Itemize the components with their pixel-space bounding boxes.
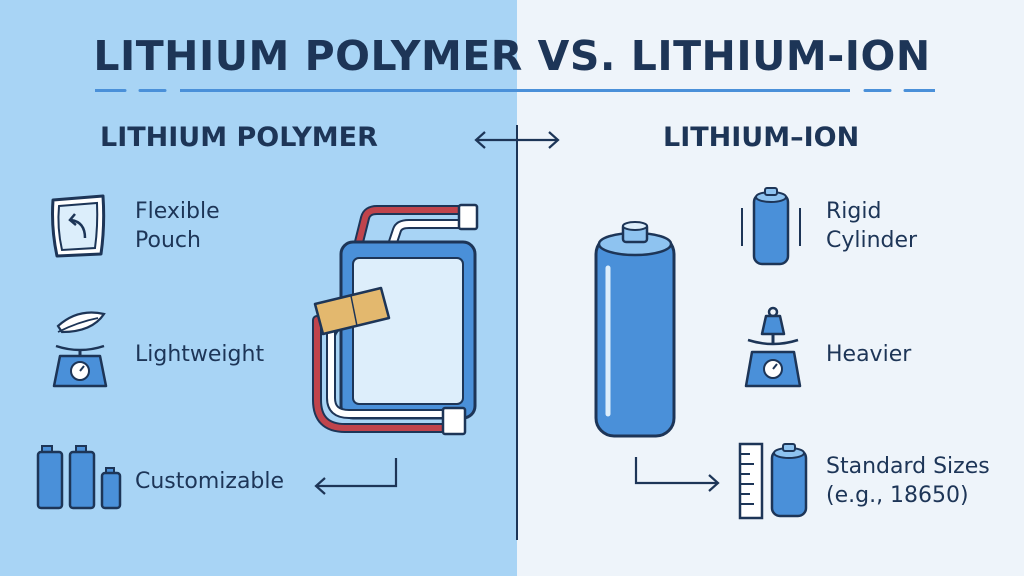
feature-line: Cylinder — [826, 228, 918, 253]
lithium-polymer-heading: LITHIUM POLYMER — [100, 122, 378, 153]
right-pointer-arrow-icon — [634, 457, 720, 492]
feature-flexible-pouch: Flexible Pouch — [135, 197, 220, 255]
weight-scale-icon — [744, 306, 802, 388]
feature-lightweight: Lightweight — [135, 340, 264, 369]
feature-line: Pouch — [135, 228, 201, 253]
feature-line: Standard Sizes — [826, 454, 990, 479]
feature-rigid-cylinder: Rigid Cylinder — [826, 197, 917, 255]
ruler-cylinder-icon — [738, 442, 808, 520]
feature-line: Lightweight — [135, 342, 265, 367]
feature-line: (e.g., 18650) — [826, 483, 969, 508]
feature-line: Heavier — [826, 342, 912, 367]
feature-standard-sizes: Standard Sizes (e.g., 18650) — [826, 452, 990, 510]
page-title: LITHIUM POLYMER VS. LITHIUM-ION — [93, 32, 931, 80]
feature-line: Rigid — [826, 199, 882, 224]
title-underline — [95, 89, 935, 92]
feature-heavier: Heavier — [826, 340, 911, 369]
rigid-cylinder-icon — [741, 187, 801, 266]
assorted-batteries-icon — [36, 445, 122, 510]
feather-scale-icon — [52, 311, 108, 388]
cylindrical-battery-illustration — [594, 221, 676, 438]
feature-line: Customizable — [135, 469, 285, 494]
lithium-ion-heading: LITHIUM–ION — [663, 122, 860, 153]
center-divider — [516, 125, 518, 540]
compare-arrow-icon — [474, 131, 560, 149]
flexible-pouch-icon — [51, 194, 106, 258]
feature-customizable: Customizable — [135, 467, 284, 496]
pouch-battery-illustration — [312, 203, 479, 436]
left-pointer-arrow-icon — [314, 458, 398, 495]
feature-line: Flexible — [135, 199, 220, 224]
